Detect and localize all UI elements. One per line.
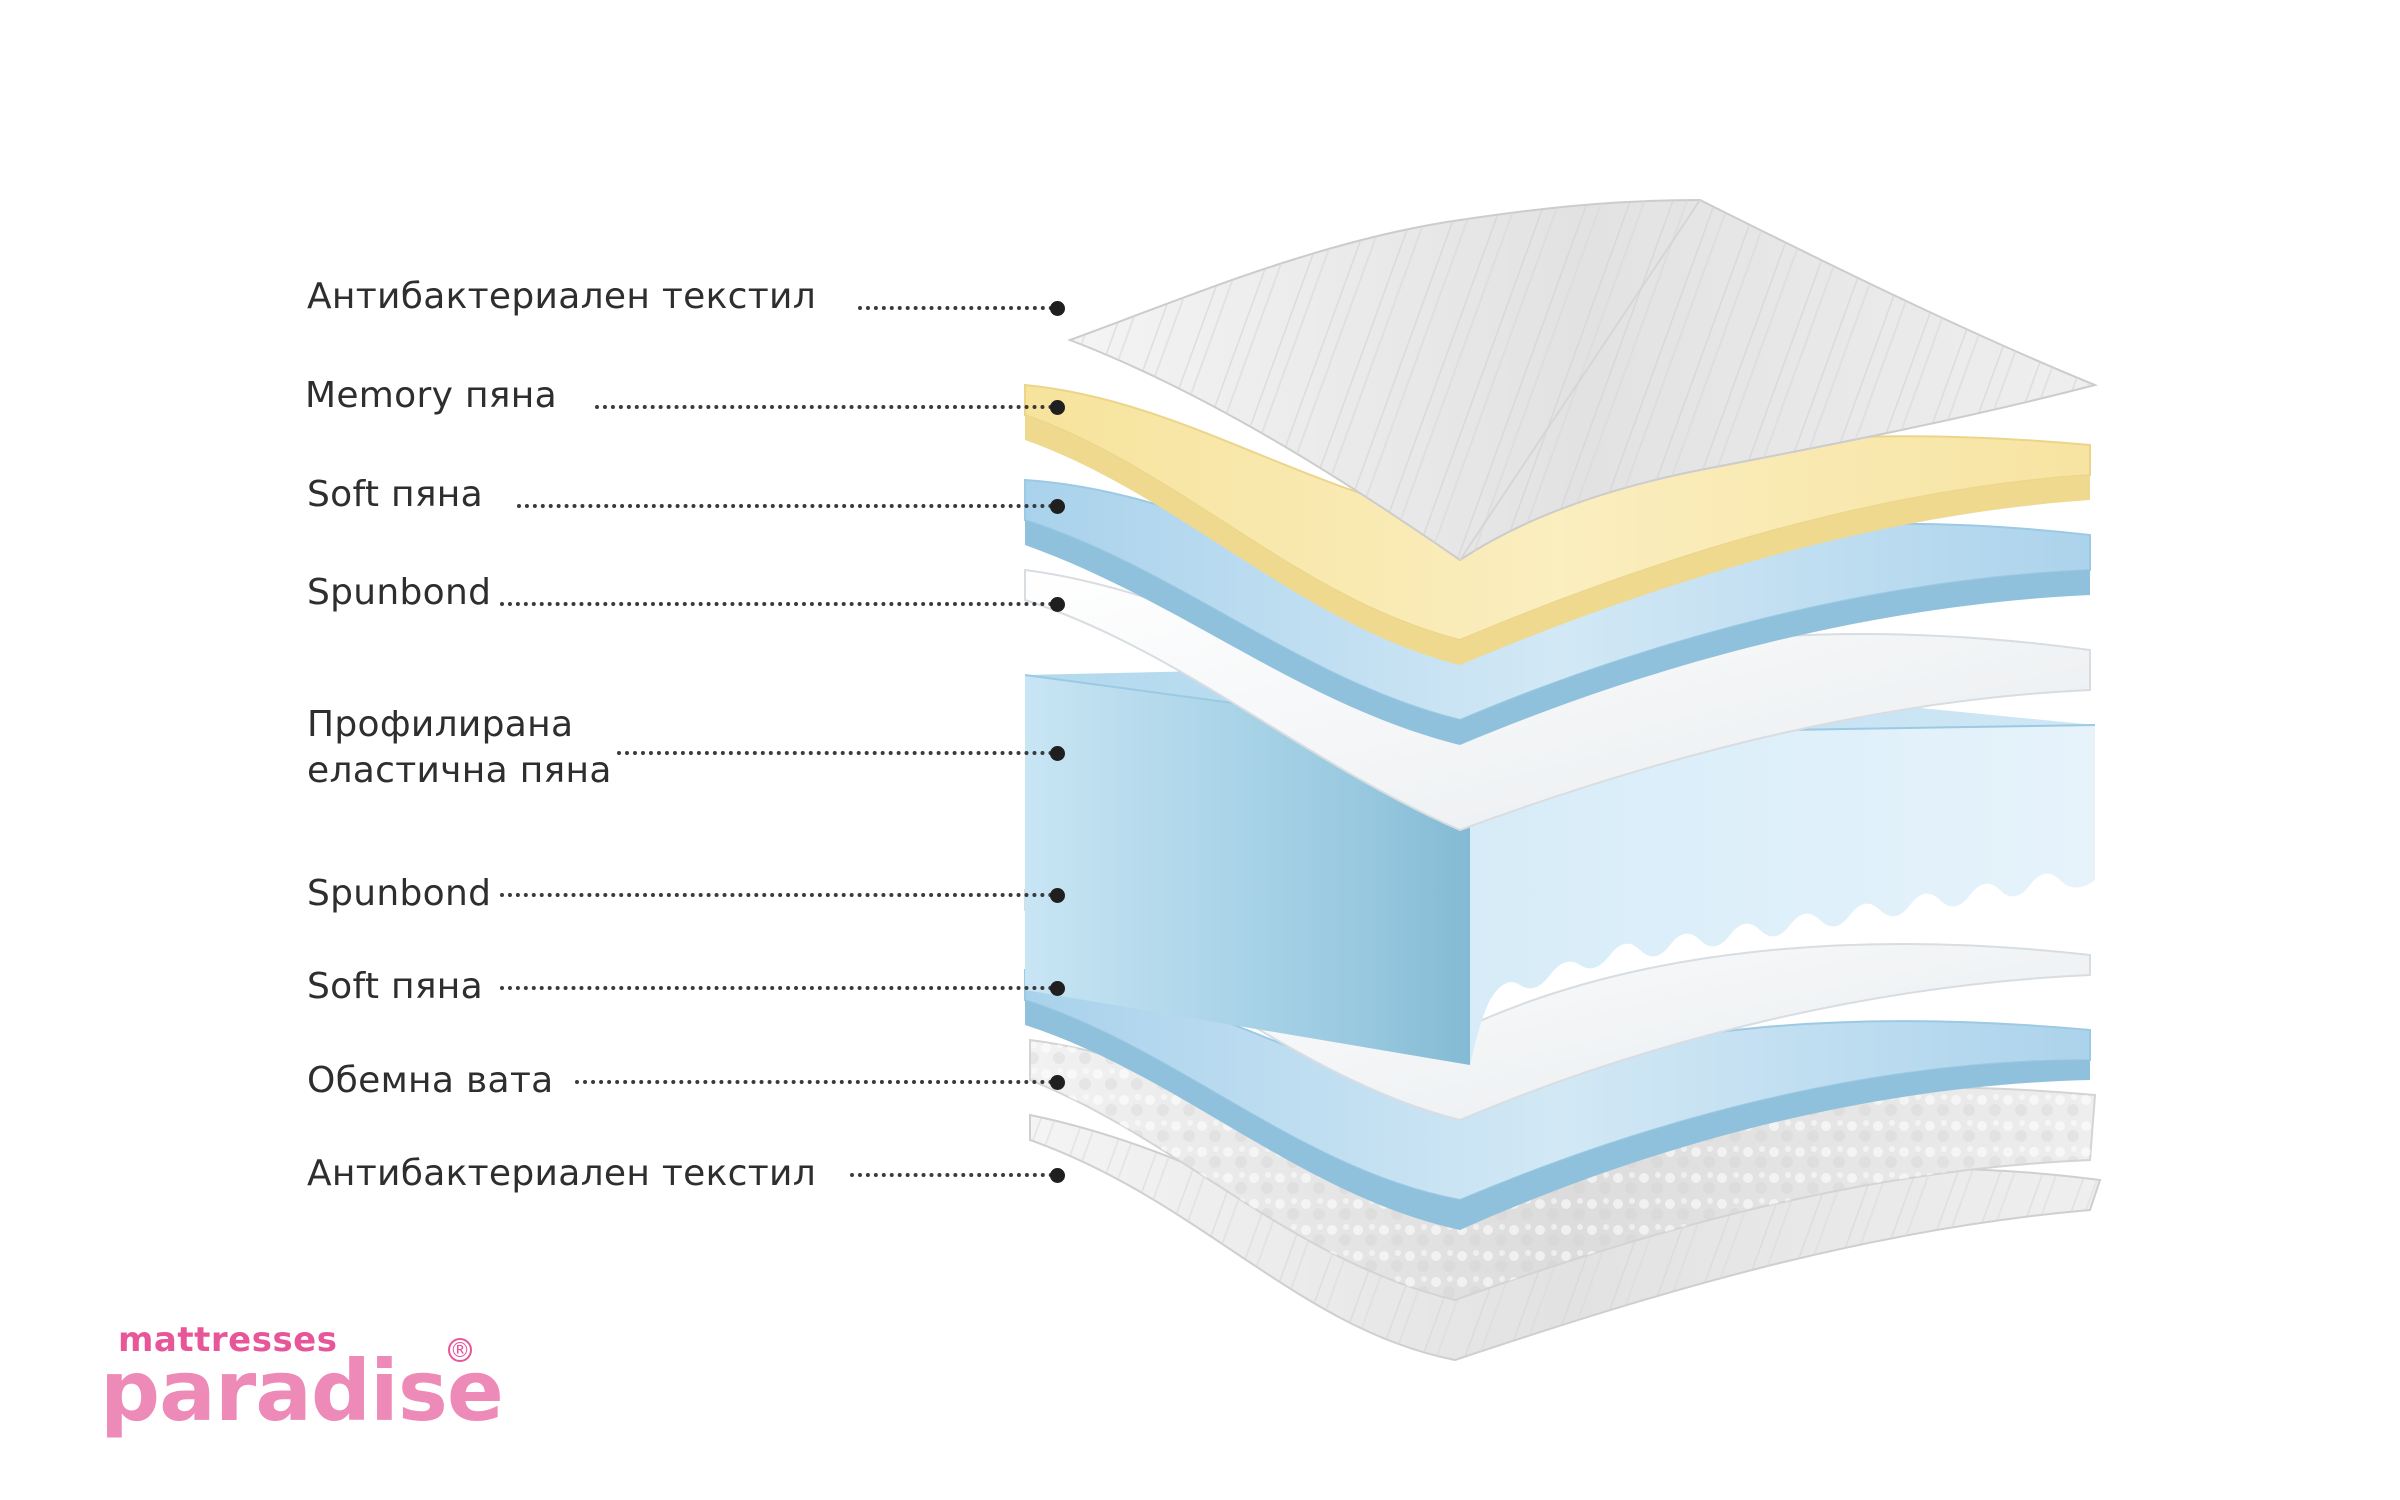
registered-mark-icon: ® [448,1338,472,1362]
dot-wadding [1050,1075,1065,1090]
brand-logo: mattresses paradise ® [100,1320,504,1450]
dot-memory-foam [1050,400,1065,415]
leader-soft-foam-lower [500,986,1053,990]
label-soft-foam-lower: Soft пяна [307,966,483,1007]
dot-spunbond-lower [1050,888,1065,903]
dot-soft-foam-upper [1050,499,1065,514]
label-spunbond-lower: Spunbond [307,873,492,914]
layer-memory-foam [1024,383,2091,665]
leader-bottom-textile [850,1173,1053,1177]
leader-soft-foam-upper [517,504,1053,508]
dot-soft-foam-lower [1050,981,1065,996]
leader-memory-foam [595,405,1053,409]
logo-line1: mattresses [118,1320,338,1360]
leader-top-textile [858,306,1053,310]
dot-bottom-textile [1050,1168,1065,1183]
leader-spunbond-upper [500,602,1053,606]
label-bottom-textile: Антибактериален текстил [307,1153,817,1194]
label-spunbond-upper: Spunbond [307,572,492,613]
logo-line2: paradise [100,1342,504,1440]
dot-spunbond-upper [1050,597,1065,612]
label-wadding: Обемна вата [307,1060,554,1101]
label-top-textile: Антибактериален текстил [307,276,817,317]
leader-profiled-foam [617,751,1053,755]
layer-top-textile [1067,198,2099,562]
dot-top-textile [1050,301,1065,316]
leader-spunbond-lower [500,893,1053,897]
label-profiled-foam: Профилирана еластична пяна [307,704,612,791]
dot-profiled-foam [1050,746,1065,761]
leader-wadding [575,1080,1053,1084]
label-memory-foam: Memory пяна [305,375,557,416]
label-soft-foam-upper: Soft пяна [307,474,483,515]
